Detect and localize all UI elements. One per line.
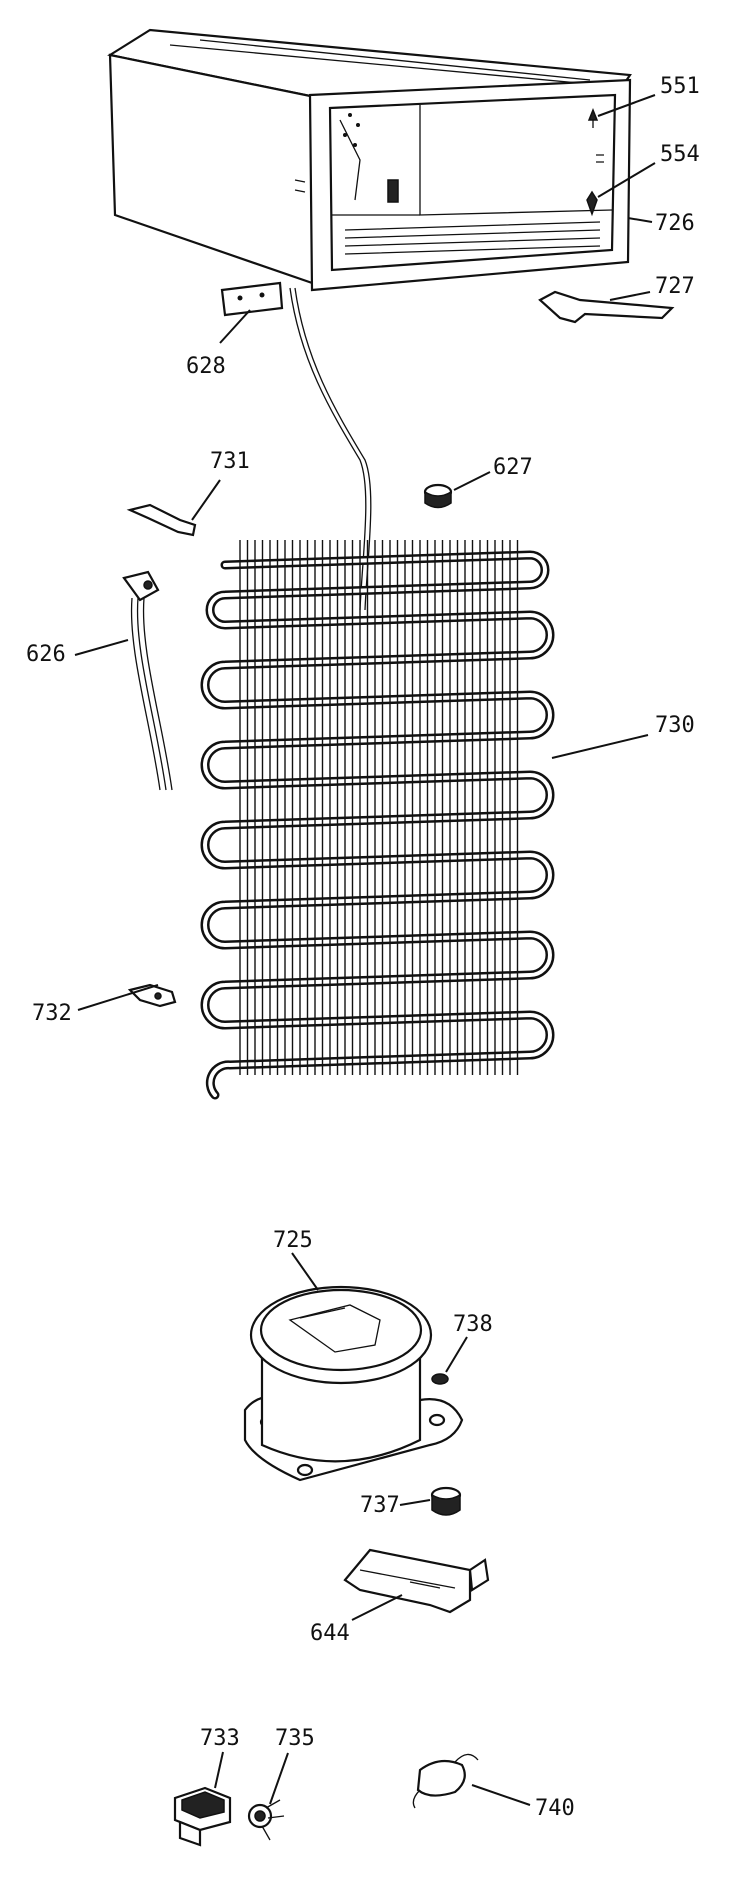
label-735: 735 <box>275 1726 315 1751</box>
coil-fins <box>239 540 519 1075</box>
label-737: 737 <box>360 1493 400 1518</box>
grommet-737 <box>430 1486 462 1516</box>
label-627: 627 <box>493 455 533 480</box>
overload-735 <box>247 1799 285 1841</box>
clip-740 <box>412 1753 479 1809</box>
label-738: 738 <box>453 1312 493 1337</box>
label-731: 731 <box>210 449 250 474</box>
label-644: 644 <box>310 1621 350 1646</box>
condenser-coil <box>200 540 555 1100</box>
label-730: 730 <box>655 713 695 738</box>
screw-554 <box>586 190 598 217</box>
bracket-628 <box>220 281 284 317</box>
label-628: 628 <box>186 354 226 379</box>
compressor <box>243 1285 464 1482</box>
label-726: 726 <box>655 211 695 236</box>
label-725: 725 <box>273 1228 313 1253</box>
clip-731 <box>126 503 197 537</box>
label-727: 727 <box>655 274 695 299</box>
label-740: 740 <box>535 1796 575 1821</box>
relay-733 <box>173 1786 232 1847</box>
screw-551 <box>587 107 599 128</box>
label-626: 626 <box>26 642 66 667</box>
washer-738 <box>431 1373 449 1385</box>
bracket-727 <box>538 290 675 324</box>
cabinet-liner <box>107 28 632 292</box>
power-cord-626 <box>122 570 173 791</box>
part-labels: 551 554 726 727 628 731 627 626 730 732 … <box>26 74 700 1821</box>
label-732: 732 <box>32 1001 72 1026</box>
mounting-bracket-644 <box>343 1548 490 1614</box>
label-551: 551 <box>660 74 700 99</box>
leader-lines <box>74 94 656 1806</box>
label-733: 733 <box>200 1726 240 1751</box>
clip-732 <box>127 983 177 1008</box>
grommet-627 <box>423 483 453 509</box>
label-554: 554 <box>660 142 700 167</box>
